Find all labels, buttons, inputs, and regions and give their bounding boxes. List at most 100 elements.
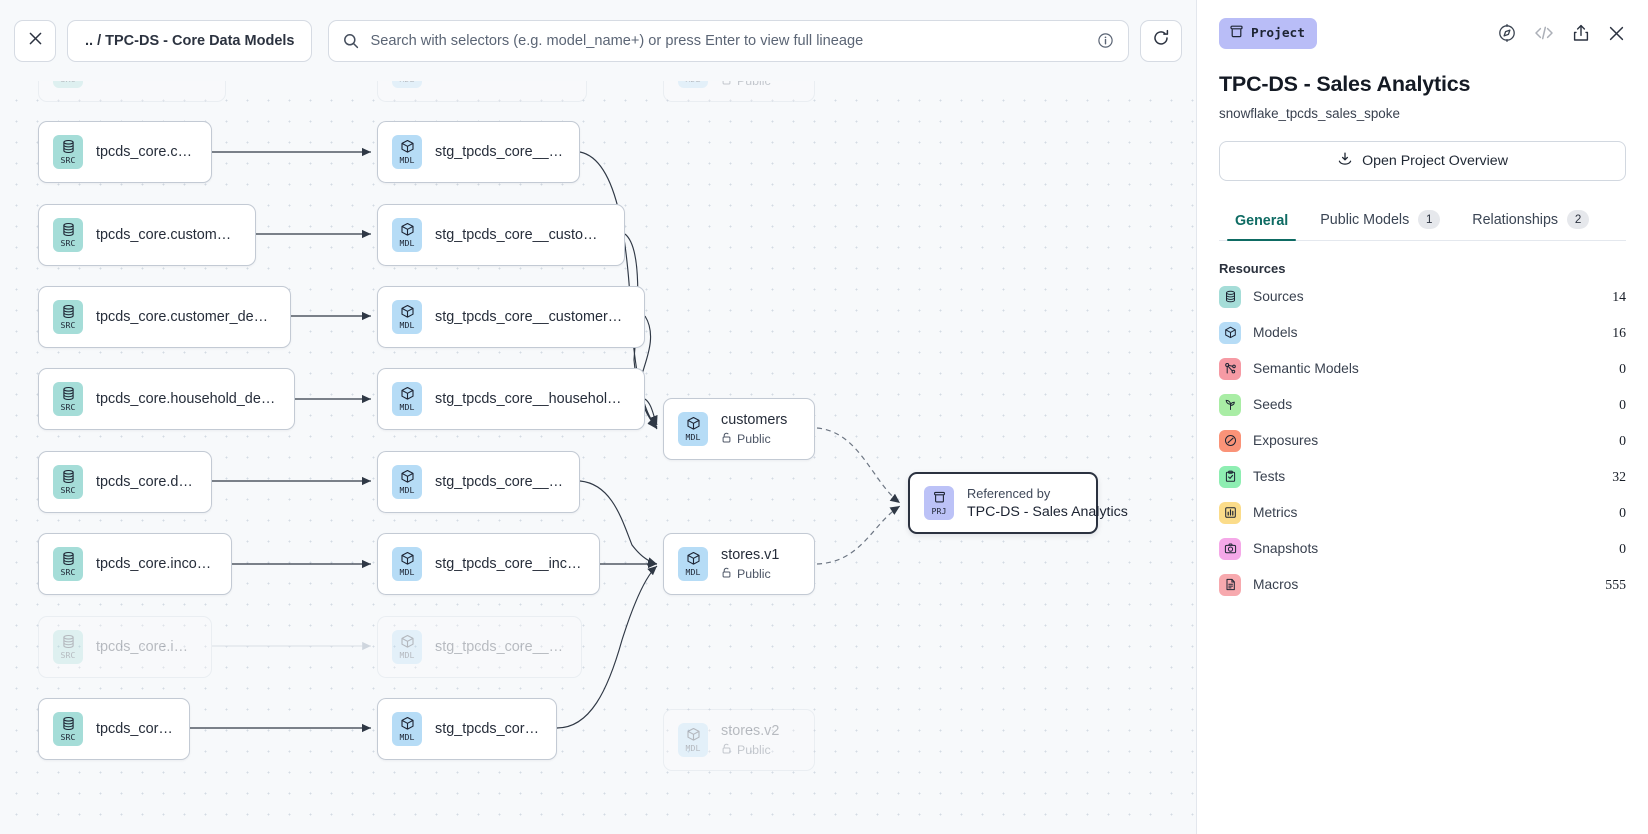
- document-icon: [1219, 573, 1241, 596]
- resource-name: Sources: [1253, 289, 1304, 304]
- node-text: stg_tpcds_core__inventory: [435, 639, 565, 655]
- node-label: tpcds_core.store: [96, 721, 173, 737]
- badge-label: SRC: [60, 238, 76, 248]
- node-text: stg_tpcds_core__date_dim: [435, 474, 563, 490]
- code-brackets-icon[interactable]: [1533, 23, 1555, 43]
- node-text: stg_tpcds_core__household_demogr…: [435, 391, 628, 407]
- panel-header-actions: [1497, 23, 1626, 43]
- badge-label: SRC: [60, 485, 76, 495]
- node-label: tpcds_core.customer: [96, 144, 195, 160]
- resource-name: Exposures: [1253, 433, 1319, 448]
- cube-icon: [686, 416, 701, 431]
- node-label: stores.v2: [721, 723, 780, 739]
- node-text: tpcds_core.customer: [96, 144, 195, 160]
- breadcrumb[interactable]: .. / TPC-DS - Core Data Models: [67, 19, 313, 62]
- resource-name: Macros: [1253, 577, 1299, 592]
- mdl-badge-icon: MDL: [392, 465, 422, 499]
- resource-row-macros[interactable]: Macros 555: [1219, 569, 1626, 600]
- node-label: stg_tpcds_core__income_band: [435, 556, 583, 572]
- close-panel-icon[interactable]: [1607, 24, 1626, 43]
- mdl-badge-icon: MDL: [392, 630, 422, 664]
- project-subtitle: snowflake_tpcds_sales_spoke: [1219, 106, 1400, 121]
- badge-label: SRC: [60, 155, 76, 165]
- close-icon: [27, 30, 44, 52]
- tab-public-models[interactable]: Public Models 1: [1304, 210, 1456, 240]
- project-chip[interactable]: Project: [1219, 17, 1317, 49]
- info-circle-icon[interactable]: [1097, 32, 1114, 49]
- referenced-by-project: TPC-DS - Sales Analytics: [967, 504, 1128, 520]
- tab-general[interactable]: General: [1219, 213, 1304, 241]
- cube-icon: [400, 716, 415, 731]
- tab-label: Public Models: [1320, 211, 1410, 228]
- explore-compass-icon[interactable]: [1497, 23, 1517, 43]
- src-badge-icon: SRC: [53, 300, 83, 334]
- camera-icon: [1219, 537, 1241, 560]
- open-project-overview-label: Open Project Overview: [1362, 153, 1508, 169]
- lineage-node-mdl_hh_demo[interactable]: MDL stg_tpcds_core__household_demogr…: [377, 368, 645, 430]
- lock-icon: [721, 743, 732, 757]
- cube-icon: [686, 551, 701, 566]
- lineage-node-mdl_date_dim[interactable]: MDL stg_tpcds_core__date_dim: [377, 451, 580, 513]
- close-lineage-button[interactable]: [14, 19, 56, 62]
- node-text: tpcds_core.household_demographics: [96, 391, 278, 407]
- refresh-button[interactable]: [1140, 19, 1182, 62]
- lock-icon: [721, 567, 732, 581]
- resource-name: Seeds: [1253, 397, 1293, 412]
- database-icon: [61, 222, 76, 237]
- node-label: stores.v1: [721, 547, 780, 563]
- resource-count: 555: [1605, 576, 1626, 592]
- node-label: tpcds_core.customer_demographics: [96, 309, 274, 325]
- node-label: stg_tpcds_core__store: [435, 721, 540, 737]
- lineage-canvas[interactable]: SRCtpcds_core.call_centerSRCtpcds_core.c…: [0, 0, 1196, 834]
- cube-icon: [1219, 321, 1241, 344]
- share-icon[interactable]: [1571, 23, 1591, 43]
- lineage-search[interactable]: [328, 19, 1129, 62]
- node-text: stg_tpcds_core__store: [435, 721, 540, 737]
- badge-label: MDL: [399, 650, 415, 660]
- open-project-overview-button[interactable]: Open Project Overview: [1219, 141, 1626, 181]
- lineage-node-mdl_inventory[interactable]: MDL stg_tpcds_core__inventory: [377, 616, 582, 678]
- cube-icon: [400, 139, 415, 154]
- lineage-node-src_cust_demo[interactable]: SRC tpcds_core.customer_demographics: [38, 286, 291, 348]
- badge-label: MDL: [399, 402, 415, 412]
- search-input[interactable]: [370, 32, 1089, 49]
- project-box-icon: [1229, 24, 1244, 43]
- src-badge-icon: SRC: [53, 135, 83, 169]
- cube-icon: [400, 469, 415, 484]
- badge-label: MDL: [685, 432, 701, 442]
- database-icon: [61, 716, 76, 731]
- tab-count-badge: 1: [1418, 210, 1441, 229]
- node-text: stg_tpcds_core__income_band: [435, 556, 583, 572]
- lineage-toolbar: .. / TPC-DS - Core Data Models: [0, 0, 1196, 81]
- node-visibility: Public: [721, 567, 779, 581]
- badge-label: PRJ: [931, 506, 947, 516]
- lineage-node-mdl_cust_demo[interactable]: MDLstg_tpcds_core__customer_demogra…: [377, 286, 645, 348]
- badge-label: MDL: [685, 567, 701, 577]
- lineage-node-src_customer[interactable]: SRC tpcds_core.customer: [38, 121, 212, 183]
- node-label: stg_tpcds_core__customer_address: [435, 227, 608, 243]
